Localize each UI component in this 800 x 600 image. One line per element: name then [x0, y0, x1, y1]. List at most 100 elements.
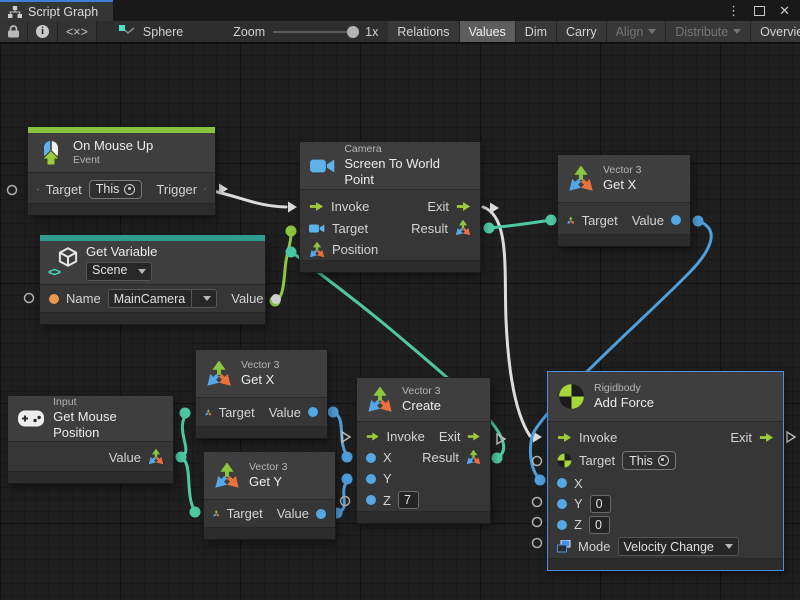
z-port[interactable]: [366, 495, 376, 505]
empty-port-circle[interactable]: [531, 496, 543, 508]
x-port[interactable]: [366, 452, 376, 463]
node-on-mouse-up[interactable]: On Mouse Up Event Target This Trigger: [28, 127, 215, 215]
node-get-x-mid[interactable]: Vector 3 Get X Target Value: [196, 350, 327, 438]
invoke-port-icon[interactable]: [309, 201, 324, 212]
connection-port-dot[interactable]: [189, 506, 201, 518]
connection-port-dot[interactable]: [327, 406, 339, 418]
node-add-force[interactable]: Rigidbody Add Force Invoke Exit Target: [548, 372, 783, 570]
node-vector3-create[interactable]: Vector 3 Create Invoke Exit X Result: [357, 378, 490, 523]
empty-port-circle[interactable]: [531, 516, 543, 528]
wire-getvariable-value-to-camera-target[interactable]: [273, 231, 293, 303]
exit-port-icon[interactable]: [467, 431, 481, 442]
empty-port-triangle[interactable]: [496, 432, 507, 446]
overview-button[interactable]: Overview: [751, 21, 800, 42]
target-label: Target: [581, 212, 618, 228]
rigidbody-port-icon[interactable]: [557, 453, 572, 468]
dim-button[interactable]: Dim: [515, 21, 558, 42]
node-title: Screen To World Point: [344, 155, 440, 188]
zoom-slider[interactable]: [273, 25, 360, 38]
y-port[interactable]: [557, 498, 567, 509]
relations-button[interactable]: Relations: [388, 21, 460, 42]
node-screen-to-world-point[interactable]: Camera Screen To World Point Invoke Exit…: [300, 142, 480, 272]
values-button[interactable]: Values: [459, 21, 516, 42]
info-button[interactable]: i: [28, 21, 58, 42]
y-value-input[interactable]: 0: [589, 494, 611, 513]
zoom-slider-handle[interactable]: [347, 25, 360, 38]
node-title: Add Force: [594, 394, 654, 410]
vector3-port-icon[interactable]: [455, 220, 471, 236]
vector3-port-icon[interactable]: [567, 213, 575, 228]
camera-port-icon[interactable]: [309, 223, 325, 234]
node-get-variable[interactable]: <> Get Variable Scene Name MainCamera: [40, 235, 281, 324]
z-value-input[interactable]: 0: [588, 515, 610, 534]
empty-port-triangle[interactable]: [341, 430, 352, 444]
align-button[interactable]: Align: [606, 21, 667, 42]
connection-port-dot[interactable]: [692, 215, 704, 227]
wire-camera-exit-to-addforce-invoke[interactable]: [481, 205, 532, 438]
node-get-mouse-position[interactable]: Input Get Mouse Position Value: [8, 396, 173, 483]
z-port[interactable]: [557, 519, 567, 530]
menu-icon[interactable]: ⋮: [727, 3, 741, 18]
node-get-y[interactable]: Vector 3 Get Y Target Value: [204, 452, 335, 539]
empty-port-circle[interactable]: [23, 292, 35, 304]
empty-port-triangle[interactable]: [786, 430, 797, 444]
cube-icon: [37, 188, 39, 190]
vector3-port-icon[interactable]: [213, 506, 220, 521]
invoke-port-icon[interactable]: [366, 431, 380, 442]
value-port[interactable]: [270, 293, 281, 304]
trigger-port-icon[interactable]: [204, 183, 206, 195]
vector3-port-icon[interactable]: [466, 450, 481, 465]
z-value-input[interactable]: 7: [397, 491, 419, 509]
connection-port-dot[interactable]: [341, 451, 353, 463]
tab-script-graph[interactable]: Script Graph: [0, 0, 113, 21]
connection-port-dot[interactable]: [491, 452, 503, 464]
mode-dropdown[interactable]: Velocity Change: [617, 537, 739, 556]
vector3-port-icon[interactable]: [148, 449, 164, 465]
connection-port-dot[interactable]: [534, 474, 546, 486]
value-label: Value: [231, 291, 264, 306]
wire-mousepos-value-to-getx-target[interactable]: [179, 414, 188, 459]
code-toggle-button[interactable]: <×>: [58, 21, 97, 42]
name-port[interactable]: [49, 293, 59, 304]
empty-port-circle[interactable]: [339, 495, 351, 507]
wire-mouseup-trigger-to-camera-invoke[interactable]: [207, 188, 288, 209]
maximize-icon[interactable]: [754, 5, 766, 16]
empty-port-circle[interactable]: [531, 455, 543, 467]
empty-port-circle[interactable]: [6, 184, 18, 196]
graph-icon: [8, 5, 22, 18]
wire-mousepos-value-to-gety-target[interactable]: [179, 455, 196, 512]
x-label: X: [574, 475, 583, 491]
connection-port-dot[interactable]: [483, 222, 495, 234]
connection-port-dot[interactable]: [545, 214, 557, 226]
node-kind: Camera: [344, 142, 382, 155]
y-port[interactable]: [366, 473, 376, 484]
connection-port-dot[interactable]: [341, 473, 353, 485]
exit-port-icon[interactable]: [456, 201, 471, 212]
empty-port-circle[interactable]: [531, 537, 543, 549]
value-port[interactable]: [671, 215, 681, 225]
target-self-pill[interactable]: This: [88, 179, 143, 199]
carry-button[interactable]: Carry: [557, 21, 607, 42]
connection-port-dot[interactable]: [179, 407, 191, 419]
variable-name-dropdown[interactable]: MainCamera: [107, 289, 218, 308]
invoke-port-icon[interactable]: [557, 432, 572, 443]
graph-canvas[interactable]: On Mouse Up Event Target This Trigger: [0, 43, 800, 600]
exit-port-icon[interactable]: [759, 432, 774, 443]
vector3-port-icon[interactable]: [205, 405, 212, 420]
x-port[interactable]: [557, 478, 567, 488]
value-port[interactable]: [316, 508, 326, 519]
variable-scope-dropdown[interactable]: Scene: [86, 261, 153, 281]
node-get-x-right[interactable]: Vector 3 Get X Target Value: [558, 155, 690, 246]
lock-button[interactable]: [0, 21, 28, 42]
connection-port-dot[interactable]: [285, 246, 297, 258]
value-port[interactable]: [308, 407, 318, 417]
chevron-down-icon: [724, 544, 733, 549]
mode-port-icon[interactable]: [557, 540, 571, 553]
connection-port-dot[interactable]: [285, 225, 297, 237]
distribute-button[interactable]: Distribute: [666, 21, 752, 42]
target-self-pill[interactable]: This: [622, 451, 676, 470]
vector3-port-icon[interactable]: [309, 241, 325, 258]
wire-getx-value-to-addforce-x[interactable]: [528, 219, 713, 481]
close-icon[interactable]: ✕: [779, 3, 790, 18]
mouse-up-icon: [41, 140, 61, 165]
